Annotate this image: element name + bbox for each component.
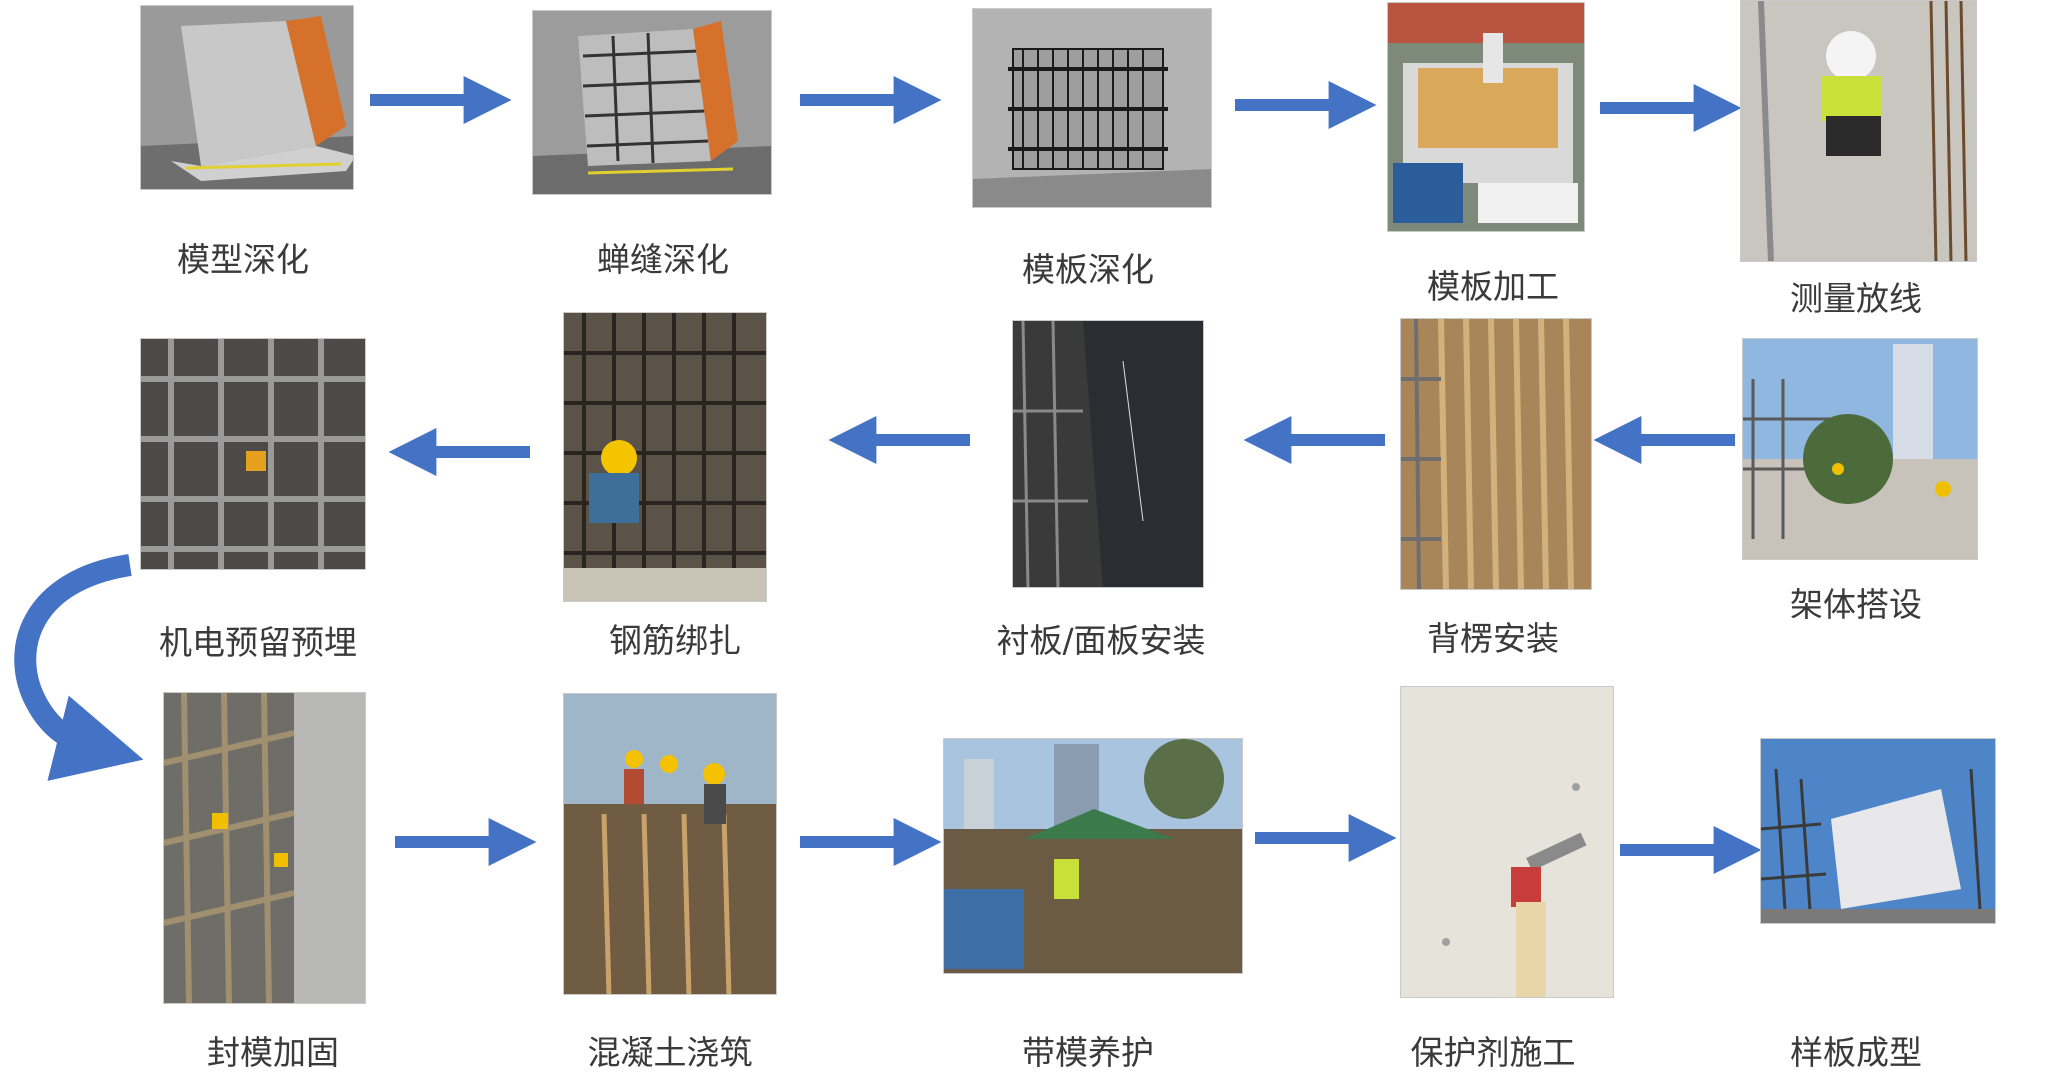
rebar-worker-photo <box>564 313 766 601</box>
formwork-render-icon <box>973 9 1211 207</box>
survey-worker-photo <box>1741 1 1976 261</box>
step-6-image <box>1742 338 1978 560</box>
step-3-label: 模板深化 <box>1022 250 1154 289</box>
backing-timber-photo <box>1401 319 1591 589</box>
step-1-image <box>140 5 354 190</box>
form-closing-photo <box>164 693 365 1003</box>
arrow-10-11-curved <box>14 554 144 781</box>
step-10-label: 机电预留预埋 <box>159 623 357 662</box>
model-render-icon <box>141 6 353 189</box>
step-10-image <box>140 338 366 570</box>
step-7-image <box>1400 318 1592 590</box>
step-8-image <box>1012 320 1204 588</box>
concrete-pour-photo <box>564 694 776 994</box>
step-5-image <box>1740 0 1977 262</box>
protectant-photo <box>1401 687 1613 997</box>
finished-sample-photo <box>1761 739 1995 923</box>
step-4-label: 模板加工 <box>1427 267 1559 306</box>
step-12-image <box>563 693 777 995</box>
step-3-image <box>972 8 1212 208</box>
step-12-label: 混凝土浇筑 <box>587 1033 753 1072</box>
step-14-label: 保护剂施工 <box>1410 1033 1576 1072</box>
step-11-label: 封模加固 <box>207 1033 339 1072</box>
step-9-image <box>563 312 767 602</box>
mep-embed-photo <box>141 339 365 569</box>
step-13-label: 带模养护 <box>1022 1033 1154 1072</box>
step-6-label: 架体搭设 <box>1790 585 1922 624</box>
scaffold-photo <box>1743 339 1977 559</box>
step-7-label: 背楞安装 <box>1427 619 1559 658</box>
step-15-image <box>1760 738 1996 924</box>
step-2-label: 蝉缝深化 <box>597 240 729 279</box>
step-14-image <box>1400 686 1614 998</box>
curing-site-photo <box>944 739 1242 973</box>
reveal-render-icon <box>533 11 771 194</box>
step-9-label: 钢筋绑扎 <box>609 621 741 660</box>
step-15-label: 样板成型 <box>1790 1033 1922 1072</box>
step-1-label: 模型深化 <box>177 240 309 279</box>
step-5-label: 测量放线 <box>1790 279 1922 318</box>
step-13-image <box>943 738 1243 974</box>
step-2-image <box>532 10 772 195</box>
step-4-image <box>1387 2 1585 232</box>
panel-install-photo <box>1013 321 1203 587</box>
cnc-machine-photo <box>1388 3 1584 231</box>
step-8-label: 衬板/面板安装 <box>996 621 1206 660</box>
step-11-image <box>163 692 366 1004</box>
